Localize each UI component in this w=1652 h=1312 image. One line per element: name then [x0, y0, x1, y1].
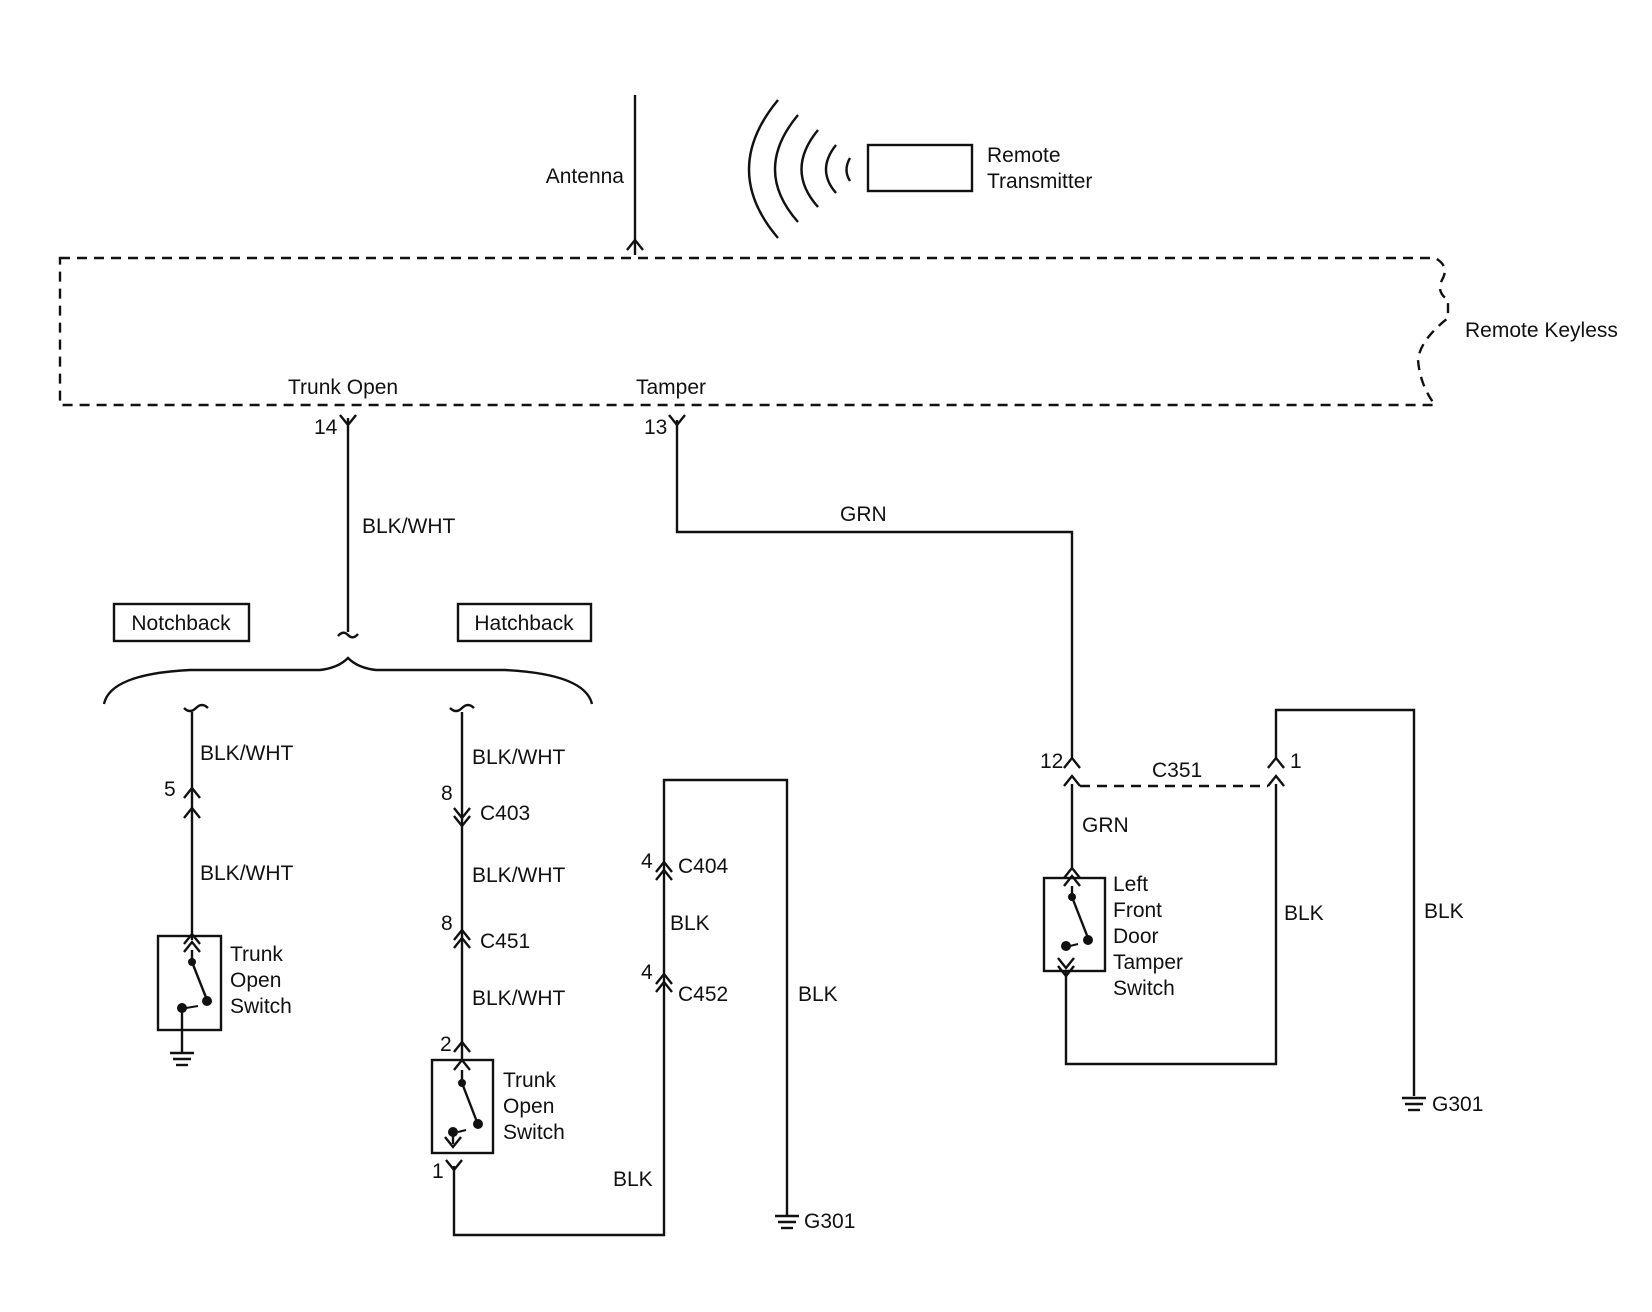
c451-pin: 8 — [441, 912, 453, 935]
remote-keyless-module: Remote Keyless Trunk Open Tamper — [58, 256, 1618, 407]
transmitter-label-line1: Remote — [987, 144, 1061, 167]
transmitter-box — [866, 143, 974, 193]
c403-pin: 8 — [441, 782, 453, 805]
left-front-door-tamper-switch — [1042, 876, 1107, 973]
trunk-open-wire-color: BLK/WHT — [362, 515, 456, 538]
radio-waves-icon — [747, 99, 852, 239]
c351-return-wire-color: BLK — [1284, 902, 1324, 925]
tamper-pin-name: Tamper — [636, 376, 706, 399]
c452-pin: 4 — [641, 961, 653, 984]
hatchback-label-box — [456, 602, 593, 643]
c452-label: C452 — [678, 983, 728, 1006]
notchback-connector-pin: 5 — [164, 778, 176, 801]
hatchback-return-wire-color: BLK — [613, 1168, 653, 1191]
c351-label: C351 — [1152, 759, 1202, 782]
hatchback-switch-label-line1: Trunk — [503, 1069, 556, 1092]
door-switch-label-line3: Door — [1113, 925, 1159, 948]
door-switch-label-line2: Front — [1113, 899, 1162, 922]
hatchback-ground-icon — [775, 1214, 799, 1230]
c403-label: C403 — [480, 802, 530, 825]
hatchback-label: Hatchback — [474, 612, 574, 635]
hatchback-switch-pin-top: 2 — [440, 1033, 452, 1056]
c404-pin: 4 — [641, 850, 653, 873]
remote-transmitter: Remote Transmitter — [747, 99, 1092, 239]
door-switch-label-line4: Tamper — [1113, 951, 1183, 974]
notchback-switch-label-line2: Open — [230, 969, 281, 992]
transmitter-label-line2: Transmitter — [987, 170, 1092, 193]
door-switch-wire-color: GRN — [1082, 814, 1129, 837]
variant-brace — [102, 656, 594, 705]
tamper-ground-label: G301 — [1432, 1093, 1483, 1116]
c351-pin-left: 12 — [1040, 750, 1063, 773]
hatchback-wire-color-1: BLK/WHT — [472, 746, 566, 769]
tamper-pin-number: 13 — [644, 416, 667, 439]
trunk-open-circuit: 14 BLK/WHT Notchback Hatchback — [102, 414, 594, 705]
hatchback-branch: BLK/WHT 8 C403 BLK/WHT 8 C451 BLK/WHT 2 … — [430, 703, 855, 1237]
notchback-label-box — [112, 602, 251, 643]
tamper-wire-color: GRN — [840, 503, 887, 526]
tamper-circuit: 13 GRN 12 C351 1 GRN Left Front Door Tam… — [644, 414, 1483, 1116]
hatchback-switch-pin-bottom: 1 — [432, 1160, 444, 1183]
notchback-label: Notchback — [131, 612, 231, 635]
hatchback-ground-wire-color: BLK — [798, 983, 838, 1006]
antenna-label: Antenna — [546, 165, 625, 188]
notchback-wire-color-lower: BLK/WHT — [200, 862, 294, 885]
trunk-open-pin-number: 14 — [314, 416, 338, 439]
door-switch-label-line5: Switch — [1113, 977, 1175, 1000]
tamper-ground-icon — [1402, 1096, 1426, 1112]
notchback-wire-color-upper: BLK/WHT — [200, 742, 294, 765]
hatchback-ground-label: G301 — [804, 1210, 855, 1233]
c404-label: C404 — [678, 855, 729, 878]
notchback-branch: BLK/WHT 5 BLK/WHT Trunk Open Switch — [156, 703, 294, 1067]
notchback-switch-label-line1: Trunk — [230, 943, 283, 966]
module-label: Remote Keyless — [1465, 319, 1618, 342]
notchback-switch-label-line3: Switch — [230, 995, 292, 1018]
hatchback-switch-label-line3: Switch — [503, 1121, 565, 1144]
hatchback-wire-color-3: BLK/WHT — [472, 987, 566, 1010]
c351-pin-right: 1 — [1290, 750, 1302, 773]
hatchback-wire-color-2: BLK/WHT — [472, 864, 566, 887]
antenna: Antenna — [546, 95, 644, 255]
notchback-trunk-open-switch — [156, 934, 223, 1032]
tamper-ground-wire-color: BLK — [1424, 900, 1464, 923]
trunk-open-pin-name: Trunk Open — [288, 376, 398, 399]
c404-c452-wire-color: BLK — [670, 912, 710, 935]
door-switch-label-line1: Left — [1113, 873, 1148, 896]
c451-label: C451 — [480, 930, 530, 953]
hatchback-switch-label-line2: Open — [503, 1095, 554, 1118]
notchback-ground-icon — [170, 1051, 194, 1067]
